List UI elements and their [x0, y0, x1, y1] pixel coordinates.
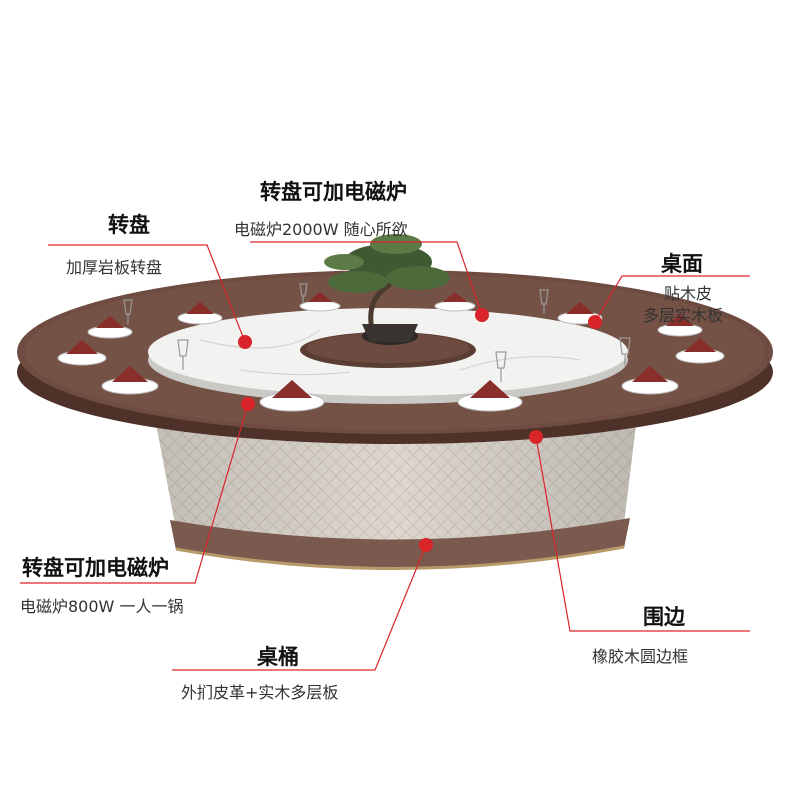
callout-base-desc: 外扪皮革+实木多层板 — [181, 683, 339, 702]
callout-leaders — [20, 241, 750, 671]
callout-turntable-induction-desc: 电磁炉2000W 随心所欲 — [234, 220, 408, 239]
callout-tabletop-title: 桌面 — [661, 252, 703, 276]
callout-seat-induction-title: 转盘可加电磁炉 — [22, 556, 169, 580]
leader-seat-induction — [20, 403, 249, 584]
dot-rim — [529, 430, 543, 444]
leader-turntable-induction — [250, 241, 483, 316]
callout-rim-title: 围边 — [643, 605, 685, 629]
callout-seat-induction-desc: 电磁炉800W 一人一锅 — [20, 597, 184, 616]
callout-base-title: 桌桶 — [257, 645, 299, 669]
dot-tabletop — [588, 315, 602, 329]
callout-rim-desc: 橡胶木圆边框 — [592, 647, 689, 666]
callout-turntable-title: 转盘 — [108, 213, 150, 237]
leader-turntable — [48, 244, 246, 343]
dot-turntable — [238, 335, 252, 349]
callout-turntable-desc: 加厚岩板转盘 — [66, 258, 163, 277]
leader-rim — [535, 436, 750, 632]
leader-base — [172, 544, 427, 671]
bonsai-centerpiece — [324, 234, 450, 345]
callout-tabletop-desc-1: 贴木皮 — [664, 284, 713, 303]
callout-turntable-induction-title: 转盘可加电磁炉 — [260, 180, 407, 204]
dot-turntable-induction — [475, 308, 489, 322]
napkin-folds — [66, 292, 716, 398]
wine-glasses — [123, 283, 631, 382]
marble-turntable — [148, 308, 628, 404]
callout-dots — [238, 308, 602, 552]
dot-base — [419, 538, 433, 552]
dot-seat-induction — [241, 397, 255, 411]
callout-tabletop-desc-2: 多层实木板 — [643, 306, 724, 325]
leader-tabletop — [594, 275, 750, 323]
